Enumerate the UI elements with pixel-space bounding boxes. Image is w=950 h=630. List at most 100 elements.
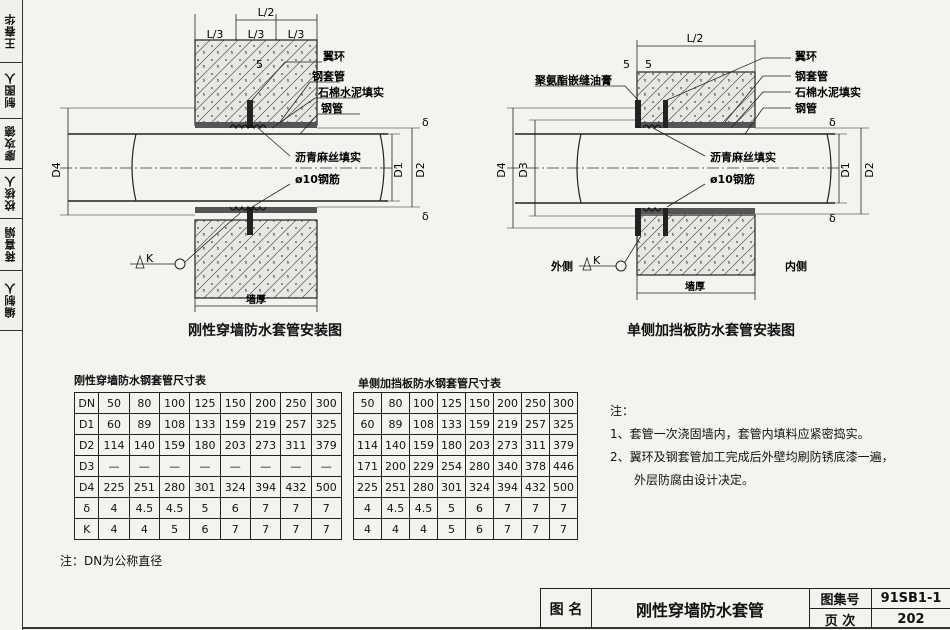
dim-label: D1 — [839, 162, 852, 177]
table-cell: D3 — [73, 455, 100, 477]
table-cell: 311 — [521, 434, 550, 456]
dim-label: D2 — [414, 162, 427, 177]
table-cell: 7 — [493, 497, 522, 519]
dim-label: L/2 — [258, 6, 275, 19]
table-cell: 7 — [493, 518, 522, 540]
table-cell: 125 — [189, 392, 221, 414]
leader-label: 钢套管 — [795, 69, 828, 83]
table-cell: 100 — [159, 392, 191, 414]
table-cell: — — [219, 455, 251, 477]
table-cell: 80 — [381, 392, 410, 414]
table-cell: D2 — [73, 434, 100, 456]
table-cell: 140 — [381, 434, 410, 456]
table-cell: 432 — [521, 476, 550, 498]
table-cell: 5 — [437, 518, 466, 540]
table-cell: 150 — [219, 392, 251, 414]
right-installation-drawing: L/2 5 5 聚氨酯嵌缝油膏 翼环 钢套管 石棉水泥填实 钢管 沥青麻丝填实 … — [495, 32, 876, 300]
notes-block: 注： 1、套管一次浇固墙内，套管内填料应紧密捣实。 2、翼环及钢套管加工完成后外… — [610, 400, 894, 492]
table-cell: 4.5 — [409, 497, 438, 519]
table-cell: 133 — [437, 413, 466, 435]
leader-label: 石棉水泥填实 — [317, 85, 384, 99]
leader-label: 沥青麻丝填实 — [710, 150, 776, 164]
title-block-name-label: 图 名 — [541, 589, 592, 629]
table-cell: 50 — [98, 392, 130, 414]
table-cell: 6 — [219, 497, 251, 519]
table-cell: 140 — [128, 434, 161, 456]
table-cell: 7 — [521, 518, 550, 540]
table-cell: 280 — [409, 476, 438, 498]
dim-label: D4 — [50, 162, 63, 177]
frame-line — [22, 0, 23, 630]
table-cell: 301 — [437, 476, 466, 498]
table-cell: 114 — [353, 434, 382, 456]
dim-label: L/3 — [248, 28, 265, 41]
table-cell: 273 — [493, 434, 522, 456]
table-cell: 280 — [465, 455, 494, 477]
table-cell: — — [189, 455, 221, 477]
table-cell: DN — [73, 392, 100, 414]
table-cell: 133 — [189, 413, 221, 435]
left-drawing-caption: 刚性穿墙防水套管安装图 — [188, 323, 342, 339]
table-cell: 325 — [310, 413, 343, 435]
strip-text: 王春华 — [4, 13, 17, 49]
table-cell: — — [128, 455, 161, 477]
table-cell: 6 — [465, 497, 494, 519]
dn-footnote: 注：DN为公称直径 — [60, 554, 163, 568]
title-block-atlas-label: 图集号 — [809, 589, 872, 609]
table-cell: 171 — [353, 455, 382, 477]
dim-label: L/3 — [207, 28, 224, 41]
table-cell: 219 — [249, 413, 282, 435]
table-cell: 300 — [549, 392, 578, 414]
title-block-page-label: 页 次 — [809, 609, 872, 629]
leader-label: 沥青麻丝填实 — [295, 150, 361, 164]
table-cell: — — [280, 455, 312, 477]
table-cell: 4 — [409, 518, 438, 540]
table-cell: 89 — [381, 413, 410, 435]
table-cell: 379 — [310, 434, 343, 456]
dim-label: δ — [829, 212, 836, 225]
table-cell: 50 — [353, 392, 382, 414]
table-cell: 114 — [98, 434, 130, 456]
table-cell: 7 — [249, 497, 282, 519]
leader-label: 翼环 — [794, 50, 817, 63]
table-cell: 180 — [189, 434, 221, 456]
table-cell: 251 — [128, 476, 161, 498]
table-cell: 4.5 — [381, 497, 410, 519]
signature-strip: 编制人 蒋喜娟 校核人 廖攻德 制图人 王春华 — [0, 0, 23, 331]
title-block-atlas-no: 91SB1-1 — [871, 589, 950, 609]
leader-label: 钢管 — [795, 101, 817, 115]
dim-label: K — [593, 254, 601, 267]
left-table-title: 刚性穿墙防水钢套管尺寸表 — [74, 374, 206, 387]
table-cell: D4 — [73, 476, 100, 498]
table-cell: 225 — [353, 476, 382, 498]
leader-label: 聚氨酯嵌缝油膏 — [534, 73, 612, 87]
table-cell: 7 — [549, 497, 578, 519]
table-cell: 225 — [98, 476, 130, 498]
table-cell: 203 — [219, 434, 251, 456]
table-cell: 7 — [280, 497, 312, 519]
notes-heading: 注： — [610, 404, 635, 418]
table-row: D3———————— — [73, 455, 343, 477]
table-cell: 159 — [465, 413, 494, 435]
table-cell: 394 — [493, 476, 522, 498]
table-cell: 7 — [310, 518, 343, 540]
dim-label: D1 — [392, 162, 405, 177]
strip-drafter: 制图人 — [0, 62, 22, 119]
table-cell: 125 — [437, 392, 466, 414]
table-cell: D1 — [73, 413, 100, 435]
title-block-page-no: 202 — [897, 611, 925, 627]
left-installation-drawing: L/2 L/3 L/3 L/3 5 翼环 钢套管 石棉水泥填实 钢管 沥青麻丝填… — [50, 6, 429, 312]
table-cell: 5 — [189, 497, 221, 519]
table-cell: 108 — [159, 413, 191, 435]
table-cell: 251 — [381, 476, 410, 498]
